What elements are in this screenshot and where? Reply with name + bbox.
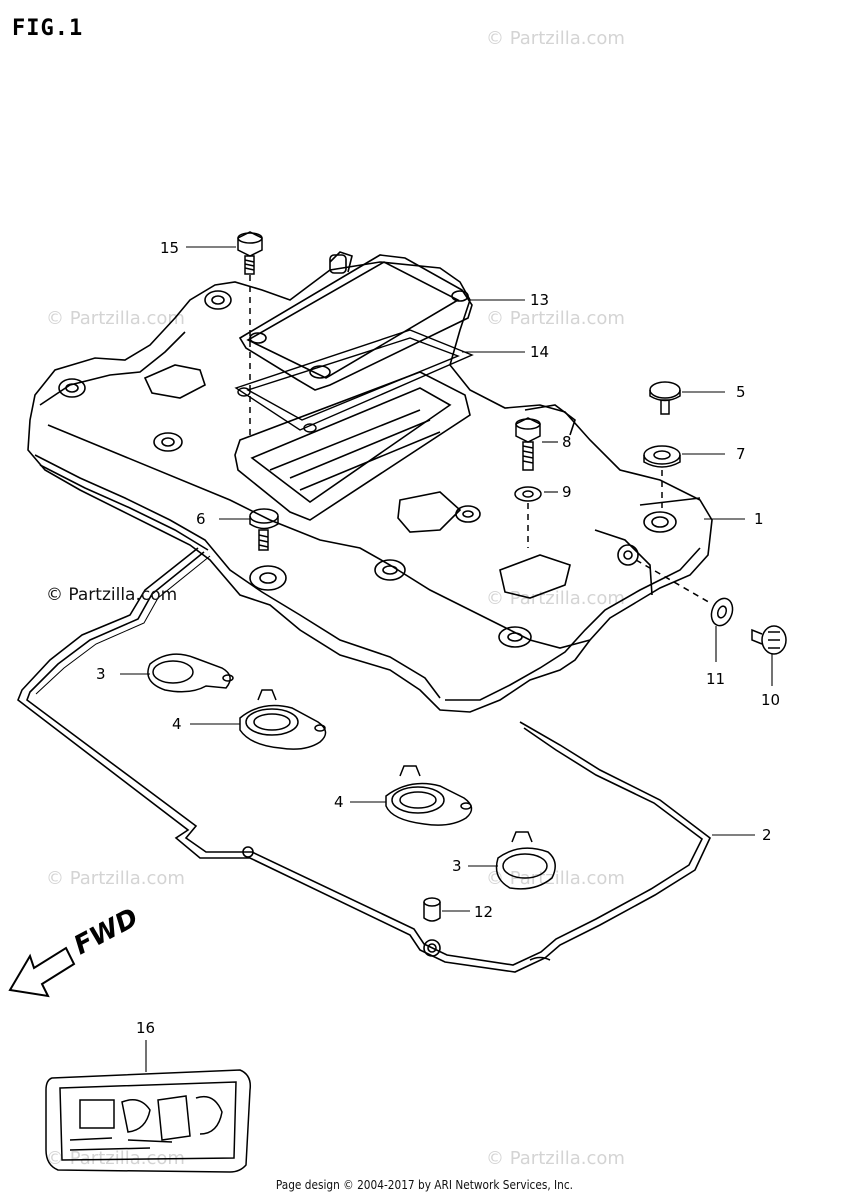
- gasket-kit-16: [45, 1069, 252, 1173]
- screw-5: [649, 381, 681, 415]
- watermark: © Partzilla.com: [486, 1148, 625, 1169]
- callout-8: 8: [562, 433, 572, 451]
- callout-1: 1: [754, 510, 764, 528]
- plug-seal-3a: [147, 653, 234, 693]
- dowel-pin-12: [423, 897, 441, 922]
- figure-title: FIG.1: [12, 16, 84, 41]
- callout-12: 12: [474, 903, 493, 921]
- leader-lines: [120, 246, 773, 1072]
- callout-14: 14: [530, 343, 549, 361]
- callout-2: 2: [762, 826, 772, 844]
- callout-9: 9: [562, 483, 572, 501]
- callout-4a: 4: [172, 715, 182, 733]
- bolt-8: [515, 417, 541, 471]
- breather-gasket: [234, 329, 474, 433]
- callout-3b: 3: [452, 857, 462, 875]
- watermark: © Partzilla.com: [46, 868, 185, 889]
- head-cover-gasket: [17, 547, 711, 973]
- forward-arrow-icon: [8, 946, 76, 998]
- page-footer: Page design © 2004-2017 by ARI Network S…: [275, 1178, 574, 1192]
- callout-3a: 3: [96, 665, 106, 683]
- callout-16: 16: [136, 1019, 155, 1037]
- plug-seal-4a: [239, 689, 327, 750]
- valve-cover: [27, 261, 713, 713]
- watermark-dark: © Partzilla.com: [46, 585, 178, 605]
- watermark: © Partzilla.com: [486, 28, 625, 49]
- plug-seal-4b: [385, 765, 473, 826]
- watermark: © Partzilla.com: [486, 868, 625, 889]
- callout-4b: 4: [334, 793, 344, 811]
- bolt-6: [249, 508, 279, 551]
- callout-5: 5: [736, 383, 746, 401]
- watermark: © Partzilla.com: [46, 1148, 185, 1169]
- callout-7: 7: [736, 445, 746, 463]
- callout-6: 6: [196, 510, 206, 528]
- washer-11: [635, 559, 734, 627]
- plug-seal-3b: [495, 831, 556, 890]
- watermark: © Partzilla.com: [486, 588, 625, 609]
- watermark: © Partzilla.com: [486, 308, 625, 329]
- grommet-7: [643, 445, 681, 508]
- callout-10: 10: [761, 691, 780, 709]
- bolt-15: [237, 231, 263, 440]
- watermark-group: © Partzilla.com © Partzilla.com © Partzi…: [46, 28, 625, 1169]
- callout-15: 15: [160, 239, 179, 257]
- plug-10: [751, 625, 787, 655]
- washer-9: [514, 486, 542, 548]
- forward-direction-label: FWD: [69, 903, 143, 961]
- watermark: © Partzilla.com: [46, 308, 185, 329]
- callout-11: 11: [706, 670, 725, 688]
- breather-cover: [238, 251, 473, 391]
- callout-13: 13: [530, 291, 549, 309]
- callout-labels: 15 13 14 5 8 7 9 1 6 11 10 3 4 4 2 3 12 …: [96, 239, 780, 1037]
